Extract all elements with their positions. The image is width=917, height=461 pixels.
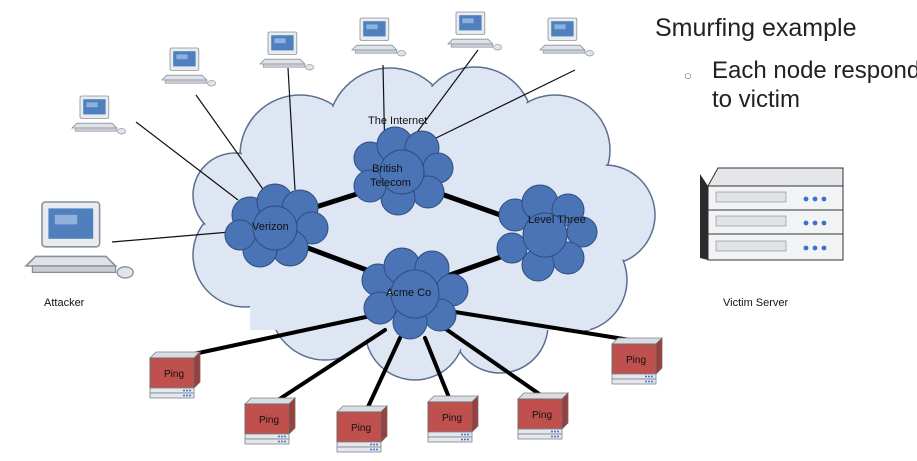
desktop-computer-icon [71, 95, 126, 135]
ping-node-icon: Ping [611, 337, 663, 385]
ping-label: Ping [259, 415, 279, 426]
british-telecom-label-line2: Telecom [370, 177, 411, 189]
desktop-computer-icon [161, 47, 217, 87]
acme-to-ping-links [178, 310, 632, 409]
attacker-computer-icon [25, 201, 134, 279]
isp-cloud-acme [361, 247, 469, 340]
isp-cloud-level-three [496, 184, 598, 282]
level-three-label: Level Three [528, 214, 586, 226]
british-telecom-label-line1: British [372, 163, 403, 175]
internet-label: The Internet [368, 115, 427, 127]
bullet-text: Each node responds to victim [712, 57, 917, 113]
victim-label: Victim Server [723, 297, 789, 309]
desktop-computer-icon [447, 11, 503, 51]
ping-label: Ping [532, 410, 552, 421]
ping-node-icon: Ping [517, 392, 569, 440]
ping-node-icon: Ping [336, 405, 388, 453]
isp-cloud-verizon [224, 183, 329, 268]
ping-label: Ping [626, 355, 646, 366]
server-stack-icon [700, 167, 844, 261]
ping-label: Ping [351, 423, 371, 434]
ping-node-icon: Ping [149, 351, 201, 399]
slide-title: Smurfing example [655, 14, 857, 42]
desktop-computer-icon [539, 17, 594, 57]
isp-cloud-british-telecom [353, 126, 454, 216]
verizon-label: Verizon [252, 221, 289, 233]
ping-label: Ping [442, 413, 462, 424]
ping-node-icon: Ping [427, 395, 479, 443]
ping-label: Ping [164, 369, 184, 380]
desktop-computer-icon [351, 17, 407, 57]
ping-node-icon: Ping [244, 397, 296, 445]
desktop-computer-icon [259, 31, 315, 71]
attacker-label: Attacker [44, 297, 85, 309]
acme-label: Acme Co [386, 287, 431, 299]
bullet-circle-icon: ○ [684, 68, 692, 83]
